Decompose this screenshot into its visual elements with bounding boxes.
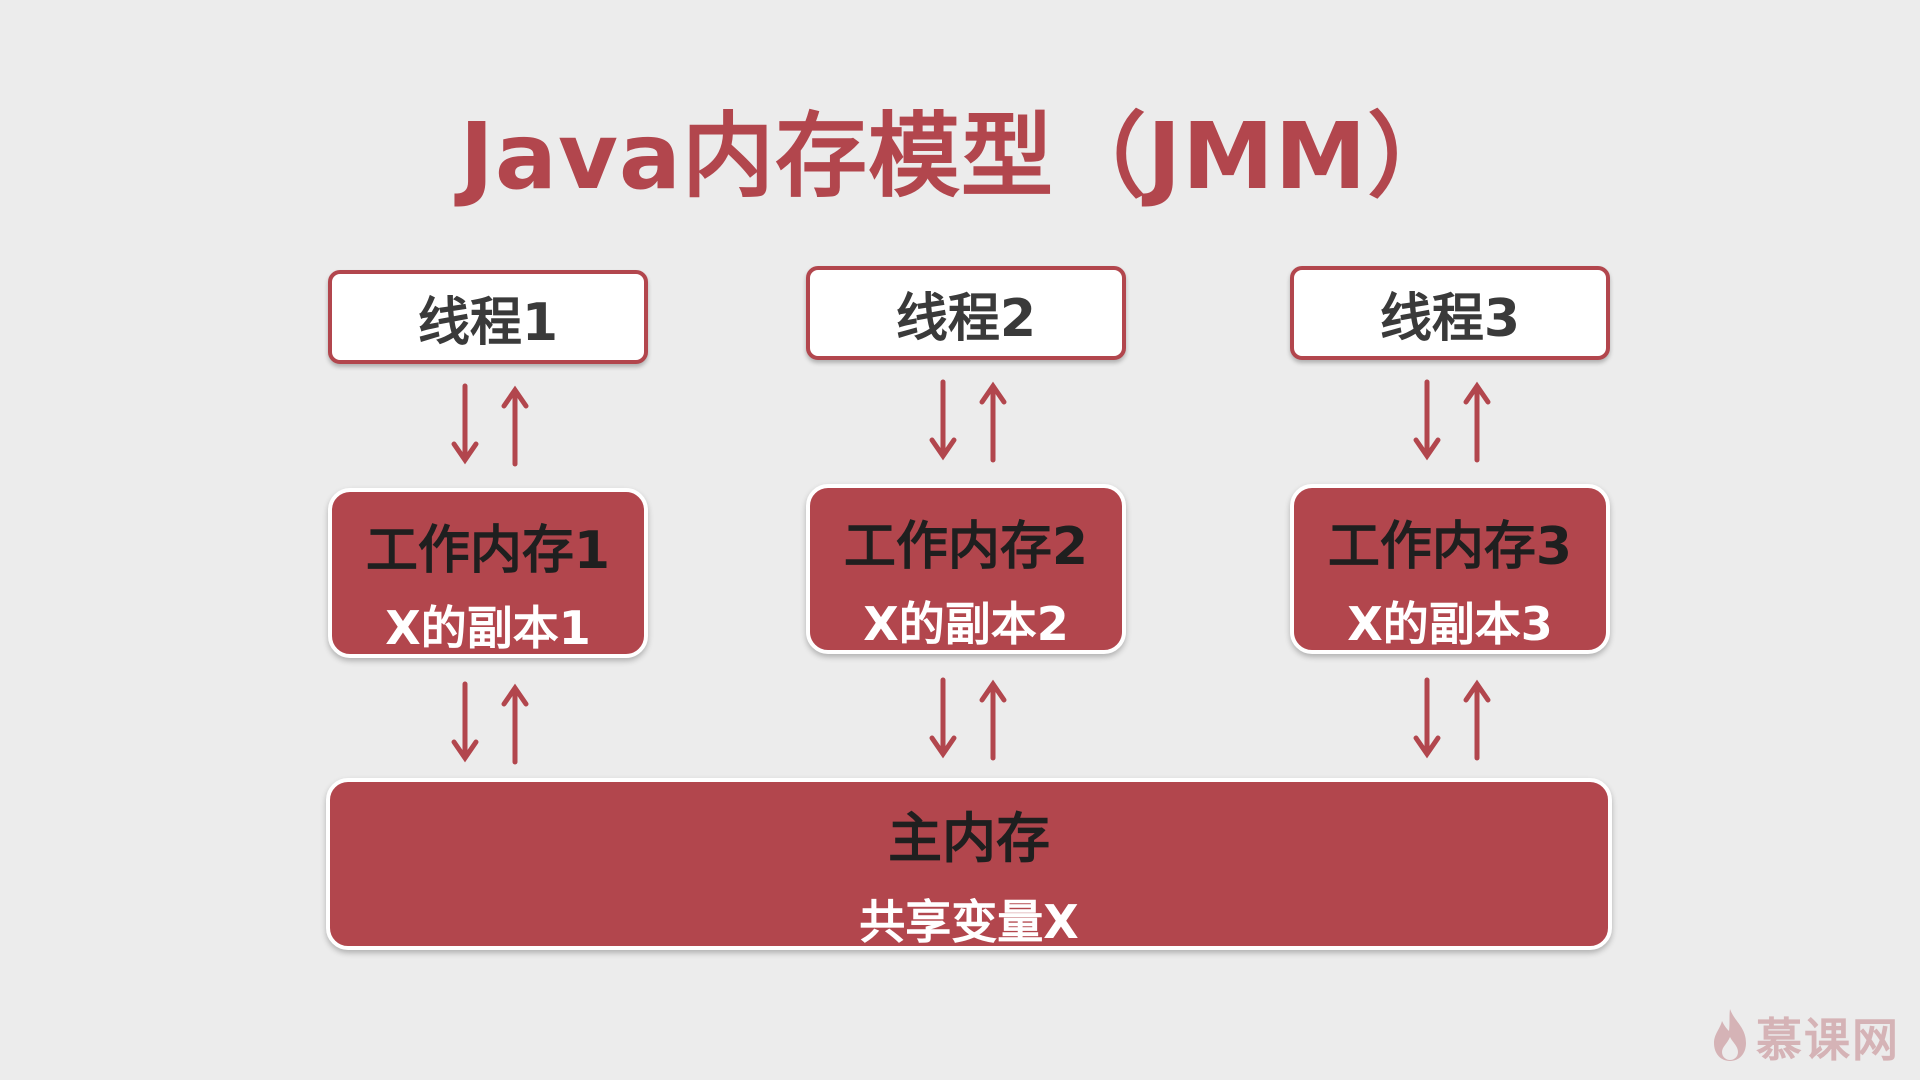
working-memory-1-title: 工作内存1 <box>365 521 611 581</box>
working-memory-3-copy: X的副本3 <box>1347 597 1553 651</box>
arrow-pair-thread3-work3 <box>1407 376 1497 466</box>
working-memory-1-box: 工作内存1 X的副本1 <box>328 488 648 658</box>
thread-1-box: 线程1 <box>328 270 648 364</box>
arrow-pair-work1-main <box>445 678 535 768</box>
thread-3-label: 线程3 <box>1379 288 1521 349</box>
thread-2-label: 线程2 <box>895 288 1037 349</box>
flame-icon <box>1710 1007 1750 1067</box>
watermark-logo: 慕课网 <box>1710 1004 1900 1070</box>
thread-2-box: 线程2 <box>806 266 1126 360</box>
watermark-text: 慕课网 <box>1756 1013 1900 1067</box>
working-memory-2-copy: X的副本2 <box>863 597 1069 651</box>
working-memory-2-box: 工作内存2 X的副本2 <box>806 484 1126 654</box>
arrow-pair-work3-main <box>1407 674 1497 764</box>
working-memory-2-title: 工作内存2 <box>843 517 1089 577</box>
working-memory-3-box: 工作内存3 X的副本3 <box>1290 484 1610 654</box>
thread-3-box: 线程3 <box>1290 266 1610 360</box>
main-memory-box: 主内存 共享变量X <box>326 778 1612 950</box>
arrow-pair-work2-main <box>923 674 1013 764</box>
main-memory-title: 主内存 <box>888 807 1050 870</box>
arrow-pair-thread2-work2 <box>923 376 1013 466</box>
working-memory-3-title: 工作内存3 <box>1327 517 1573 577</box>
arrow-pair-thread1-work1 <box>445 380 535 470</box>
working-memory-1-copy: X的副本1 <box>385 601 591 655</box>
shared-variable-label: 共享变量X <box>859 895 1079 949</box>
thread-1-label: 线程1 <box>417 292 559 353</box>
diagram-title: Java内存模型（JMM） <box>459 103 1461 210</box>
